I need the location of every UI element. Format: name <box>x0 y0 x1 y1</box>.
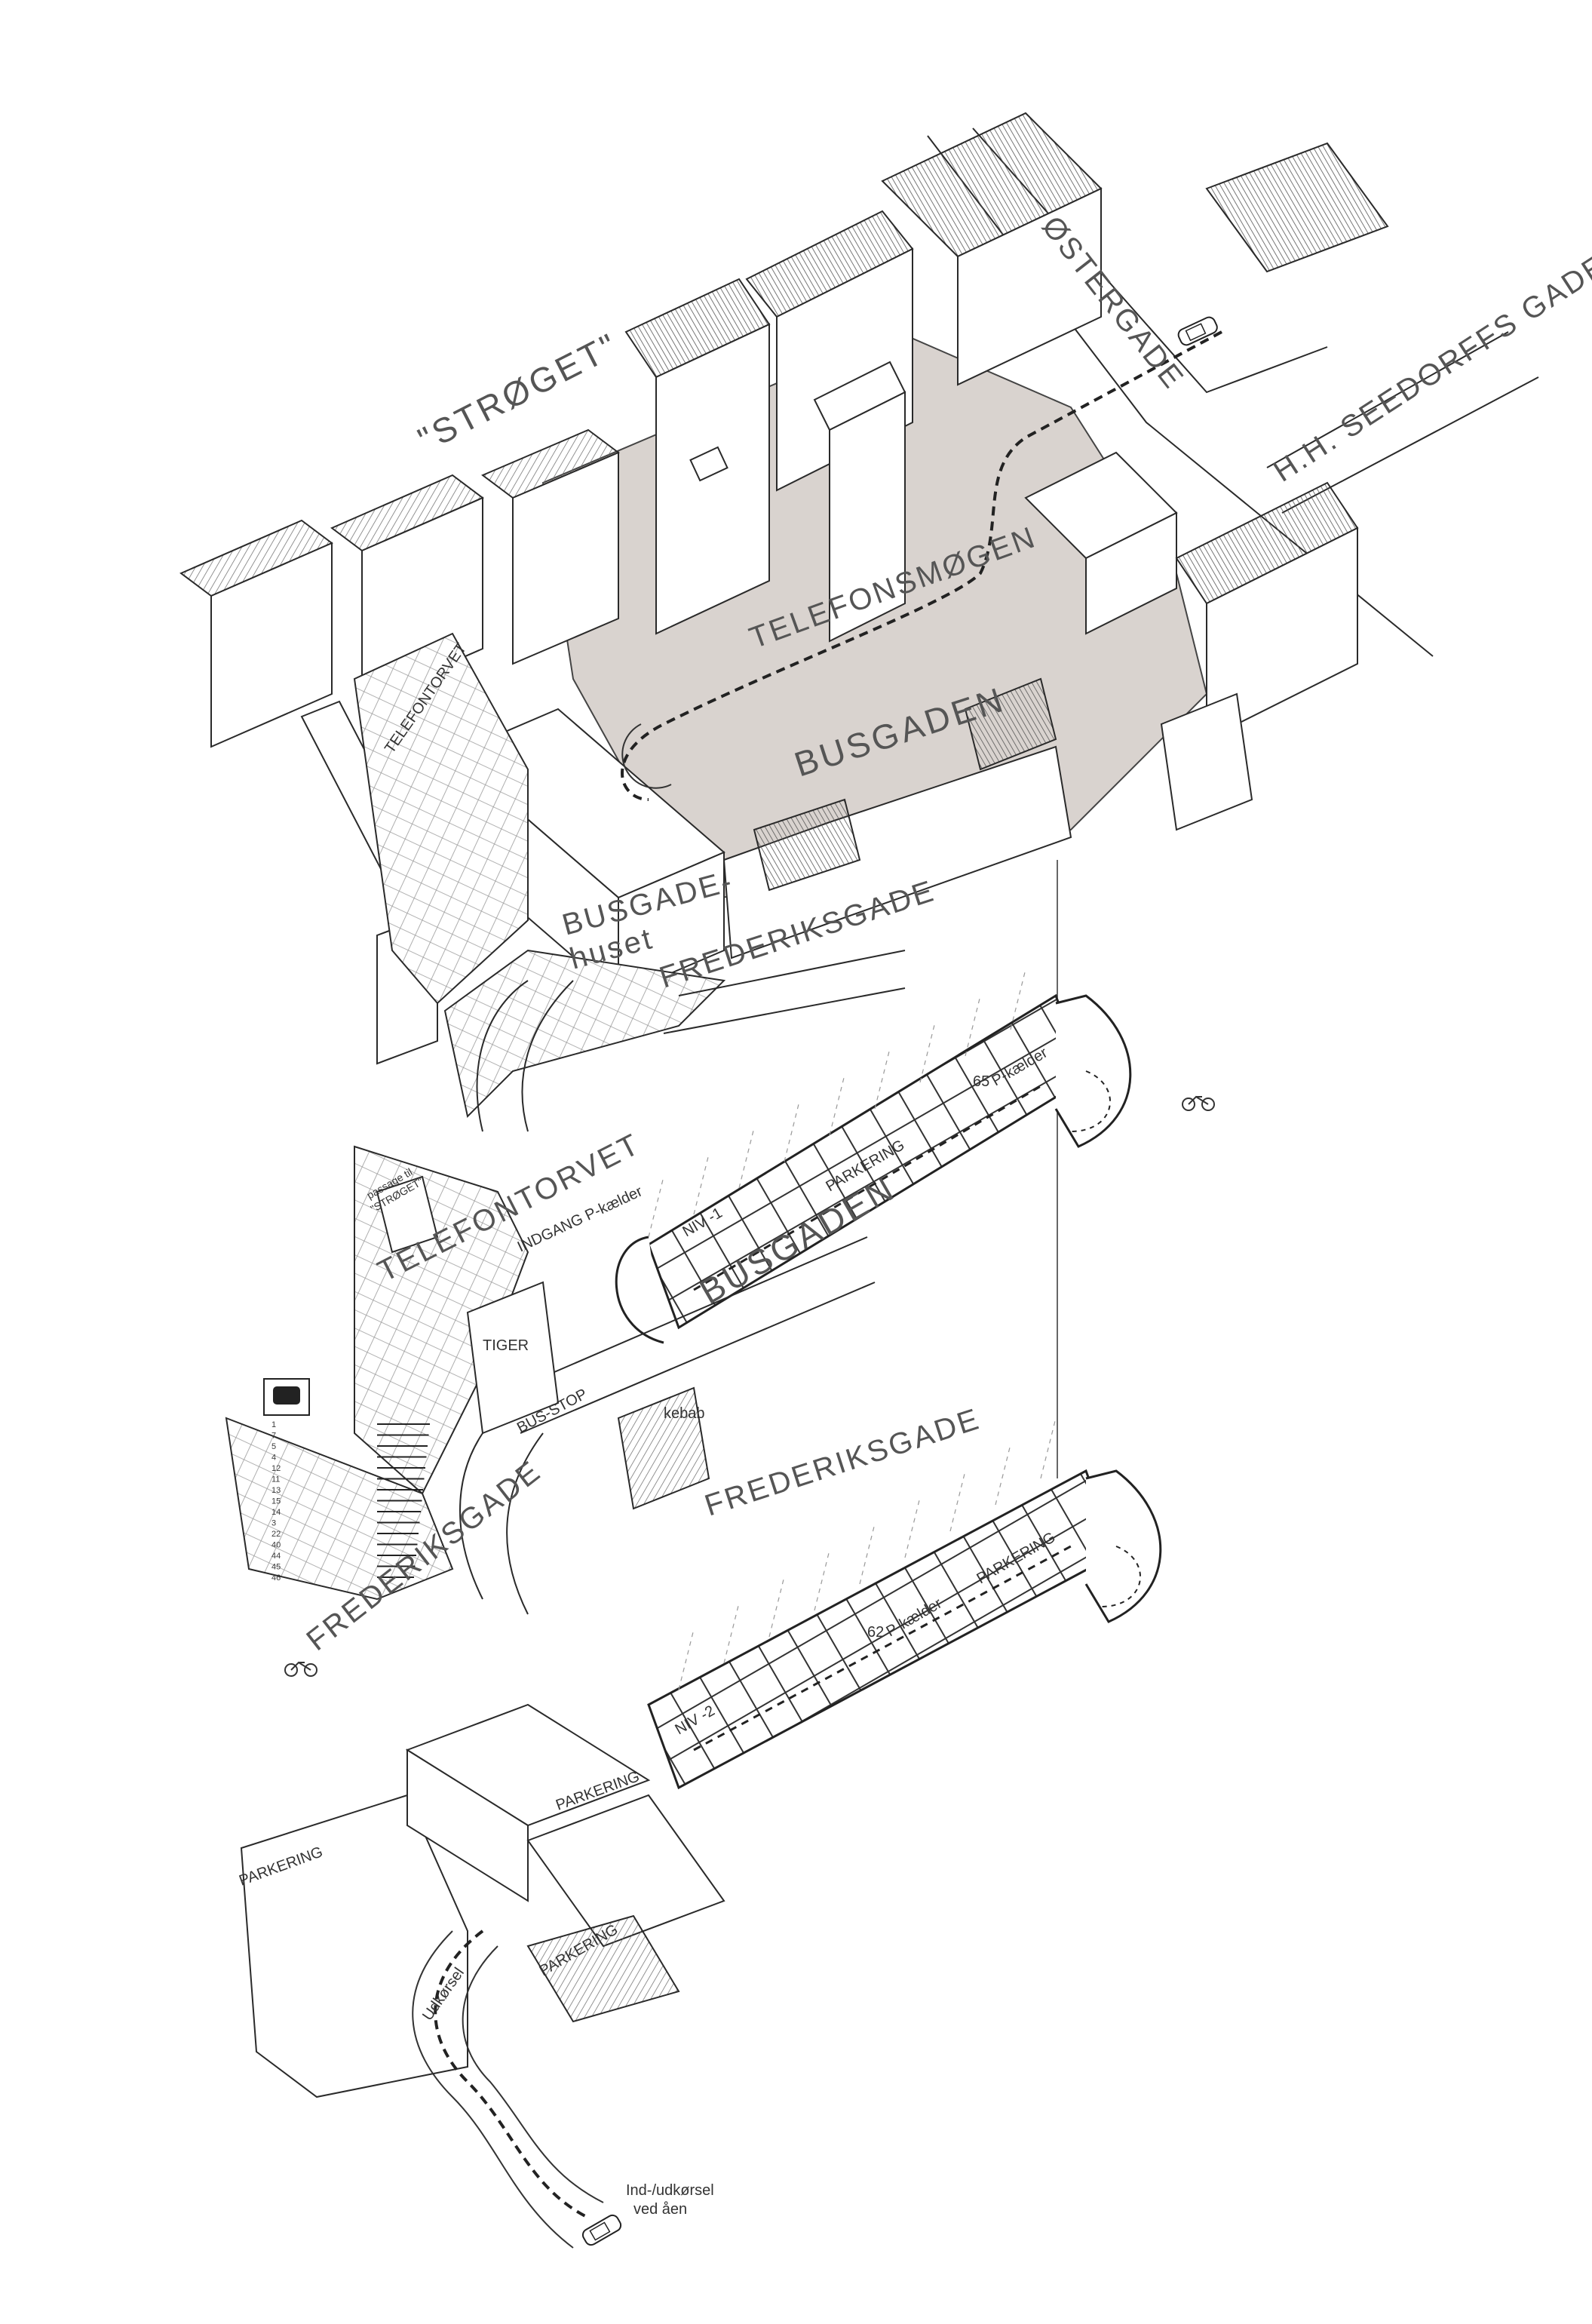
level-2-slab <box>647 1417 1162 1790</box>
building-east-3 <box>1160 692 1253 831</box>
building-east-roof <box>1205 142 1389 273</box>
legend-row-label: 7 <box>271 1432 276 1441</box>
legend-row-label: 15 <box>271 1497 281 1506</box>
indudkorsel-line1: Ind-/udkørsel <box>626 2182 714 2199</box>
telefontorvet-cobble-top <box>353 632 529 1005</box>
building-west-3-face <box>512 451 619 665</box>
roundabout-top <box>621 723 672 789</box>
street-seedorff: H.H. SEEDORFFS GADE <box>1268 248 1592 489</box>
legend-row-label: 22 <box>271 1530 281 1539</box>
level-1-projection-lines <box>648 969 1026 1238</box>
tiger-label: TIGER <box>483 1337 529 1354</box>
top-level-block <box>179 112 1539 1119</box>
car-route-top <box>621 330 1222 801</box>
spaces-2-label: 62 <box>867 1624 884 1641</box>
legend-row-label: 5 <box>271 1442 276 1451</box>
legend-row-label: 14 <box>271 1508 281 1517</box>
indudkorsel-line2: ved åen <box>633 2201 687 2218</box>
mid-ground-streets <box>225 1145 876 1615</box>
building-east-1-face <box>1085 511 1177 635</box>
street-frederiksgade-mid: FREDERIKSGADE <box>701 1402 984 1523</box>
car-icon-bottom <box>581 2214 622 2246</box>
bus-icon <box>273 1386 300 1405</box>
frederiksgade-cobble-mid <box>225 1417 454 1601</box>
kebab-shop <box>617 1386 710 1510</box>
building-tower-face <box>829 391 906 643</box>
exit-route <box>434 1930 589 2219</box>
building-north-3-window <box>689 446 729 482</box>
busgaden-south-roof <box>753 798 861 892</box>
level-1-ramp <box>1054 994 1132 1148</box>
level-2-dashed-route <box>693 1545 1072 1751</box>
bike-icon-left <box>284 1661 317 1677</box>
building-east-2-face <box>1206 527 1358 741</box>
passage-block <box>376 1175 439 1254</box>
busgade-huset-front <box>618 851 725 997</box>
tiger-shop <box>466 1281 560 1435</box>
level-1-ramp-arc <box>1070 1070 1112 1132</box>
legend-row-label: 4 <box>271 1454 276 1463</box>
legend-row-label: 46 <box>271 1573 281 1583</box>
kebab-label: kebab <box>664 1405 705 1422</box>
legend-row-label: 12 <box>271 1464 281 1473</box>
legend-row-label: 3 <box>271 1519 276 1528</box>
car-icon <box>1177 316 1218 346</box>
legend-row-label: 13 <box>271 1486 281 1495</box>
legend-row-label: 44 <box>271 1552 281 1561</box>
building-north-3-face <box>655 323 770 635</box>
bike-icon <box>1182 1095 1215 1111</box>
busgaden-south-roof-2 <box>964 677 1057 771</box>
spaces-1-label: 65 <box>973 1073 989 1090</box>
seedorff-street-edge <box>1266 331 1509 468</box>
legend-row-label: 40 <box>271 1541 281 1550</box>
building-west-1-face <box>210 542 333 748</box>
bottom-ground <box>240 1703 725 2098</box>
ramp-block <box>526 1794 725 1948</box>
legend-row-label: 11 <box>271 1475 280 1484</box>
inner-parking-block <box>526 1914 680 2023</box>
level-2-ramp <box>1084 1469 1162 1623</box>
level-2-projection-lines <box>678 1417 1057 1690</box>
parking-building-face <box>406 1748 529 1902</box>
building-north-1-face <box>957 187 1102 386</box>
exit-road-edge-2 <box>462 1945 604 2203</box>
level-2-ramp-arc <box>1100 1546 1142 1607</box>
level-1-slab <box>615 969 1132 1344</box>
legend-row-label: 45 <box>271 1563 281 1572</box>
exit-road-edge <box>412 1930 574 2249</box>
legend-row-label: 1 <box>271 1420 276 1429</box>
frederiksgade-road-top <box>476 950 906 1132</box>
